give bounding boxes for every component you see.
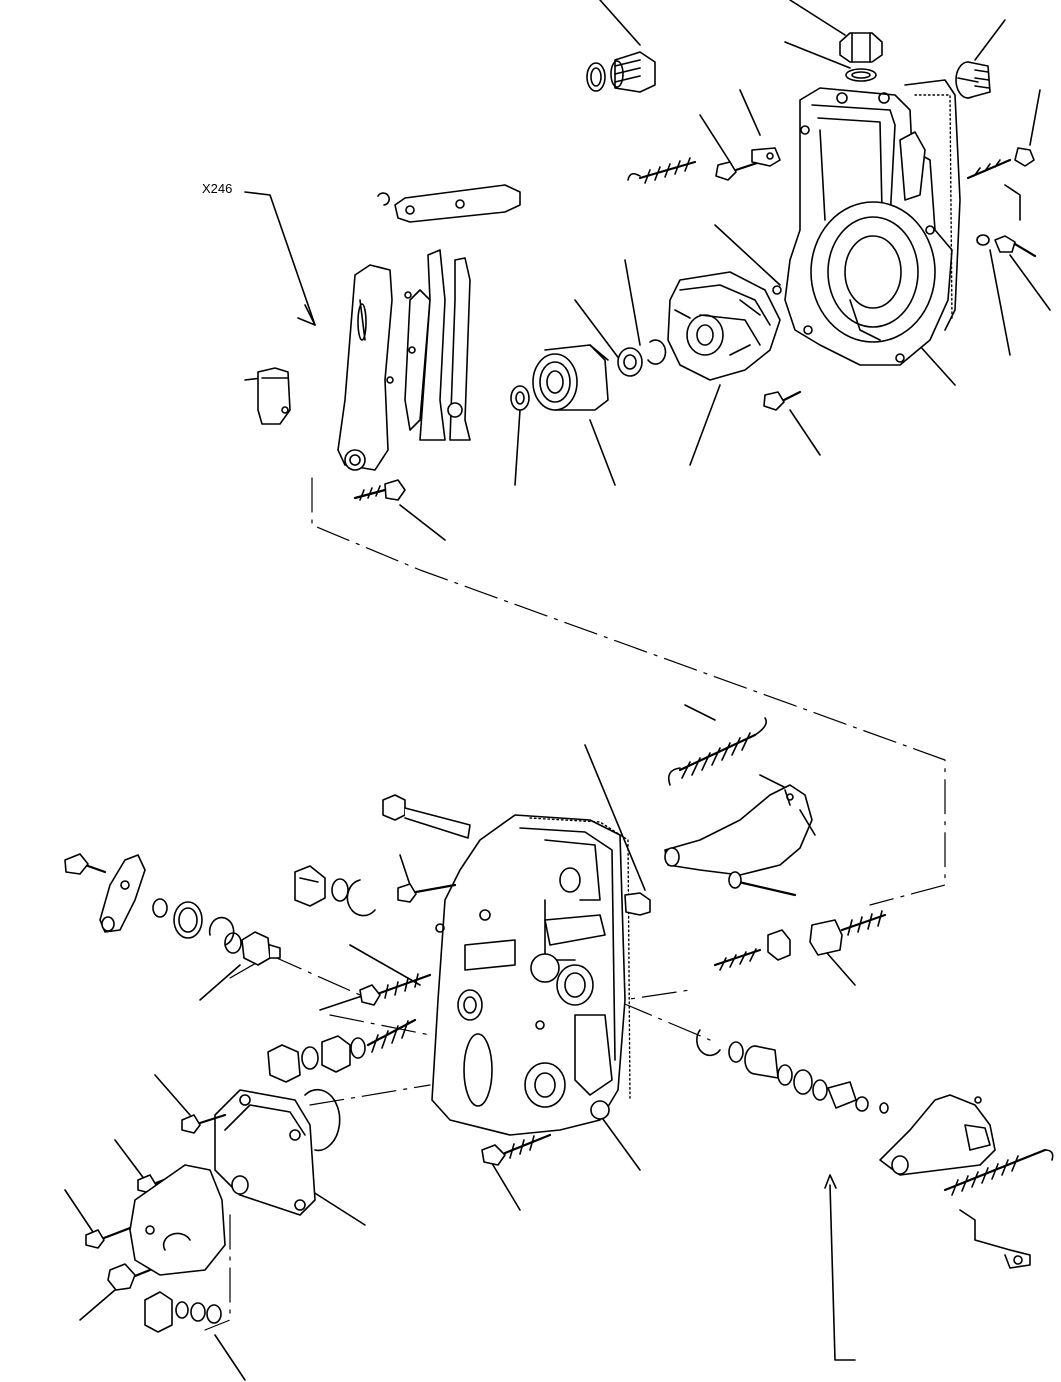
hex-nut-left (241, 931, 281, 966)
tension-spring-lower (667, 717, 768, 786)
screw-far-left (64, 853, 107, 875)
adjusting-screw (713, 910, 887, 971)
housing-bolt (763, 390, 802, 411)
left-plug-group (294, 865, 376, 917)
reference-label: X246 (202, 181, 233, 196)
top-cap-bolt (839, 32, 883, 82)
cover-screw-1 (181, 1113, 227, 1134)
link-plate (99, 854, 146, 933)
governor-lever-assembly (337, 184, 521, 471)
flyweight-carrier (667, 271, 782, 381)
injection-pump-body (431, 814, 631, 1136)
small-bolt-top-right (966, 147, 1035, 180)
stop-lever-assembly (879, 1094, 1054, 1269)
drain-plug (586, 51, 656, 93)
cup-and-washer (152, 898, 242, 954)
long-bolt-lower (481, 1133, 552, 1166)
body-bolt (624, 892, 651, 916)
end-cover-with-o-ring (214, 1088, 341, 1216)
bracket-plate (129, 1164, 226, 1276)
pivot-bolt (353, 479, 406, 501)
governor-housing (784, 79, 961, 366)
lock-nut (107, 1263, 152, 1291)
control-lever (664, 784, 816, 897)
cover-screw-3 (85, 1226, 132, 1249)
long-bolt-upper (382, 794, 471, 839)
screw-cap (955, 61, 991, 99)
leader-lines (64, 0, 1051, 1381)
stud-bolt-mid (359, 973, 432, 1006)
cap-nut-and-washers (144, 1291, 222, 1333)
small-bolt-right (976, 234, 1037, 258)
governor-sleeve (532, 344, 609, 411)
shaft-parts-right (696, 1029, 889, 1114)
stop-block (244, 367, 291, 425)
snap-ring (617, 339, 667, 377)
clip-bolt (715, 147, 781, 181)
tension-spring-upper (627, 157, 697, 184)
left-adjuster-assembly (267, 1018, 417, 1083)
screw-upper-left (397, 883, 457, 903)
thrust-washer (510, 385, 530, 411)
